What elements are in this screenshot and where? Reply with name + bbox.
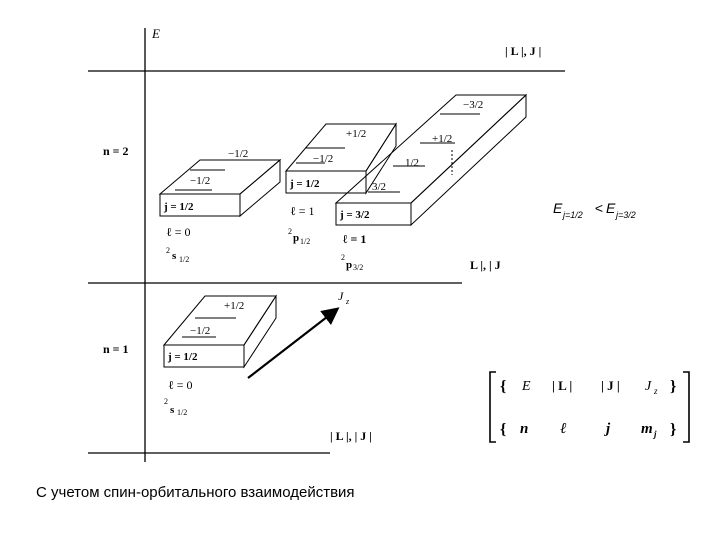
box-2s-n2 bbox=[158, 158, 282, 218]
matrix-row1-brace-close: } bbox=[670, 378, 676, 395]
box-1s-n1-term-pre: 2 bbox=[164, 397, 168, 406]
matrix-row1-jz: J bbox=[645, 379, 652, 394]
middle-axis-label: L |, | J bbox=[470, 258, 501, 272]
box-2p12-j: j = 1/2 bbox=[289, 178, 320, 190]
box-2p32-l: ℓ = 1 bbox=[342, 232, 366, 246]
jz-label: J bbox=[338, 289, 344, 303]
box-2p12-term-pre: 2 bbox=[288, 227, 292, 236]
box-2s-n2-l: ℓ = 0 bbox=[166, 225, 191, 239]
energy-relation-sub2: j=3/2 bbox=[615, 210, 636, 220]
energy-relation-e2: E bbox=[606, 200, 616, 216]
box-2s-n2-term-pre: 2 bbox=[166, 246, 170, 255]
matrix-row1-j: | J | bbox=[601, 378, 620, 393]
box-2p12 bbox=[284, 122, 397, 195]
matrix-row1-jz-sub: z bbox=[653, 386, 658, 396]
box-2p32-mj-3: 1/2 bbox=[405, 157, 419, 169]
box-2s-n2-term-sub: 1/2 bbox=[179, 255, 189, 264]
box-2s-n2-mj-bottom: −1/2 bbox=[190, 175, 210, 187]
box-2p32-mj-4: 3/2 bbox=[372, 181, 386, 193]
matrix-row2-n: n bbox=[520, 421, 528, 437]
jz-label-sub: z bbox=[345, 297, 350, 306]
box-2p32-term: p bbox=[346, 259, 352, 271]
box-2p12-term: p bbox=[293, 232, 299, 244]
box-2p32-term-pre: 2 bbox=[341, 253, 345, 262]
matrix-row1-l: | L | bbox=[552, 378, 572, 393]
box-2p12-mj-bottom: −1/2 bbox=[313, 153, 333, 165]
box-2s-n2-term: s bbox=[172, 250, 177, 262]
box-2p32-term-sub: 3/2 bbox=[353, 263, 363, 272]
matrix-row2-brace-open: { bbox=[500, 421, 506, 438]
quantum-number-matrix: { E | L | | J | J z } { n ℓ j m j } bbox=[489, 371, 690, 443]
box-1s-n1-mj-bottom: −1/2 bbox=[190, 325, 210, 337]
box-1s-n1-term: s bbox=[170, 404, 175, 416]
bottom-axis-label: | L |, | J | bbox=[330, 429, 372, 443]
energy-relation: E j=1/2 < E j=3/2 bbox=[553, 200, 636, 220]
box-2s-n2-mj-top: −1/2 bbox=[228, 148, 248, 160]
box-1s-n1-mj-top: +1/2 bbox=[224, 300, 244, 312]
box-1s-n1-term-sub: 1/2 bbox=[177, 408, 187, 417]
energy-relation-e1: E bbox=[553, 200, 563, 216]
slide-caption: С учетом спин-орбитального взаимодействи… bbox=[36, 484, 355, 501]
matrix-row2-m: m bbox=[641, 421, 653, 437]
box-2p12-mj-top: +1/2 bbox=[346, 128, 366, 140]
matrix-row2-brace-close: } bbox=[670, 421, 676, 438]
box-1s-n1 bbox=[162, 294, 277, 369]
energy-relation-sub1: j=1/2 bbox=[562, 210, 583, 220]
jz-arrow bbox=[247, 307, 340, 379]
box-1s-n1-l: ℓ = 0 bbox=[168, 378, 193, 392]
box-2s-n2-j: j = 1/2 bbox=[163, 201, 194, 213]
energy-axis-label: E bbox=[151, 26, 160, 41]
matrix-row1-energy: E bbox=[521, 379, 531, 394]
box-2p32-mj-2: +1/2 bbox=[432, 133, 452, 145]
box-2p12-term-sub: 1/2 bbox=[300, 237, 310, 246]
top-axis-label: | L |, J | bbox=[505, 44, 541, 58]
matrix-row1-brace-open: { bbox=[500, 378, 506, 395]
level-n1-label: n = 1 bbox=[103, 342, 129, 356]
box-2p12-l: ℓ = 1 bbox=[290, 204, 315, 218]
energy-relation-lt: < bbox=[591, 200, 607, 216]
matrix-row2-m-sub: j bbox=[652, 429, 657, 439]
level-n2-label: n = 2 bbox=[103, 144, 129, 158]
box-2p32 bbox=[334, 93, 528, 227]
box-2p32-mj-1: −3/2 bbox=[463, 99, 483, 111]
matrix-row2-l: ℓ bbox=[560, 421, 566, 437]
matrix-row2-j: j bbox=[604, 421, 611, 437]
box-1s-n1-j: j = 1/2 bbox=[167, 351, 198, 363]
box-2p32-j: j = 3/2 bbox=[339, 209, 370, 221]
